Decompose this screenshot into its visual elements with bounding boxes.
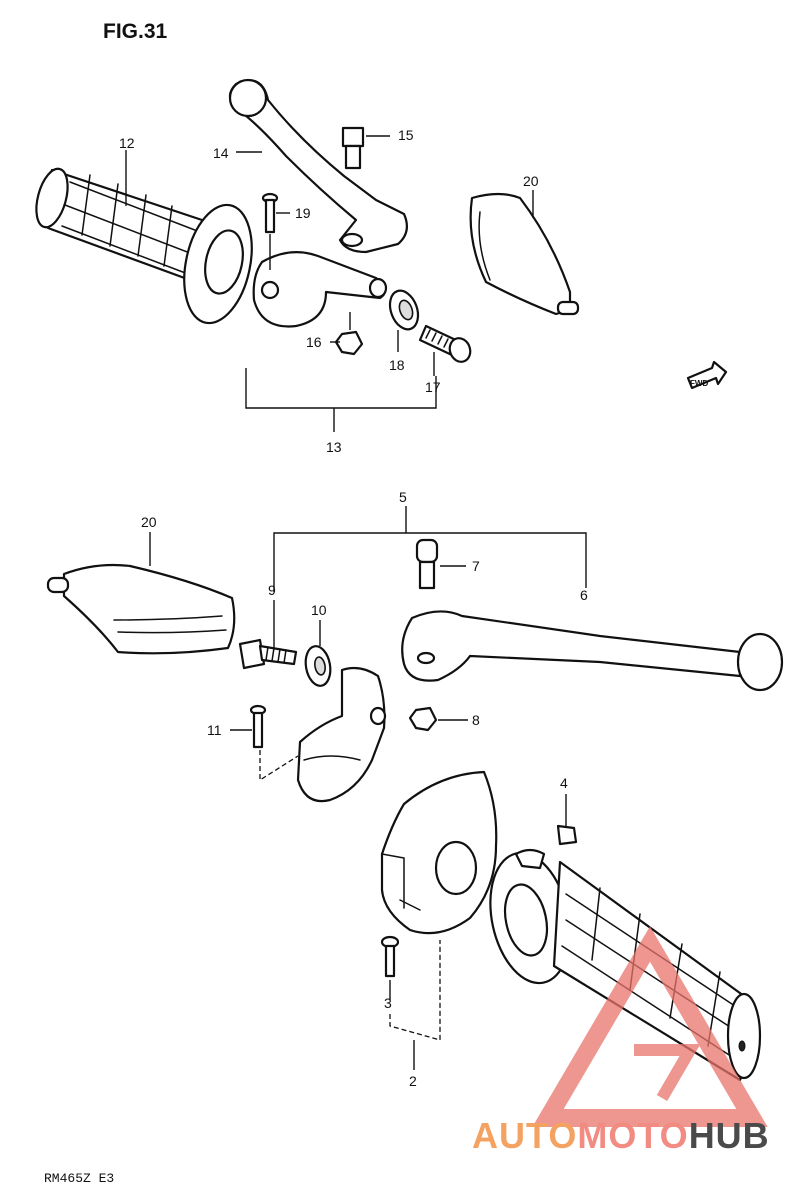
screw-part-19 — [261, 192, 279, 234]
bolt-part-9 — [238, 638, 298, 670]
callout-13: 13 — [326, 439, 342, 455]
nut-part-16 — [334, 330, 364, 356]
adjuster-part-18 — [388, 289, 420, 331]
callout-16: 16 — [306, 334, 322, 350]
watermark-text: AUTOMOTOHUB — [472, 1115, 770, 1156]
callout-8: 8 — [472, 712, 480, 728]
lever-cover-part-20-top — [469, 192, 580, 316]
switch-housing-part-2 — [380, 770, 498, 935]
callout-9: 9 — [268, 582, 276, 598]
assembly-bracket-5 — [273, 532, 587, 592]
grip-left-part-12 — [35, 167, 253, 325]
adjuster-part-10 — [304, 645, 332, 687]
screw-part-11 — [249, 704, 267, 749]
callout-18: 18 — [389, 357, 405, 373]
callout-6: 6 — [580, 587, 588, 603]
callout-20-top: 20 — [523, 173, 539, 189]
callout-11: 11 — [207, 722, 222, 738]
callout-2: 2 — [409, 1073, 417, 1089]
callout-14: 14 — [213, 145, 229, 161]
callout-10: 10 — [311, 602, 327, 618]
watermark-logo — [532, 926, 768, 1127]
callout-15: 15 — [398, 127, 414, 143]
callout-20-bottom: 20 — [141, 514, 157, 530]
callout-17: 17 — [425, 379, 441, 395]
clutch-lever-part-14 — [228, 78, 409, 254]
lever-cover-part-20-bottom — [46, 563, 236, 655]
callout-19: 19 — [295, 205, 311, 221]
brake-lever-part-6 — [401, 610, 784, 692]
lever-holder-lower — [296, 666, 387, 803]
forward-label: FWD — [690, 379, 708, 388]
model-code: RM465Z E3 — [44, 1171, 114, 1186]
callout-12: 12 — [119, 135, 135, 151]
callout-7: 7 — [472, 558, 480, 574]
callout-4: 4 — [560, 775, 568, 791]
plug-part-4 — [556, 824, 578, 846]
lever-holder-upper — [252, 251, 388, 328]
screw-part-3 — [380, 935, 400, 978]
pivot-bolt-part-15 — [341, 126, 365, 170]
assembly-bracket-13 — [245, 368, 437, 409]
adjuster-bolt-part-17 — [418, 324, 472, 363]
callout-3: 3 — [384, 995, 392, 1011]
figure-title: FIG.31 — [103, 20, 168, 43]
nut-part-8 — [408, 706, 438, 732]
callout-5: 5 — [399, 489, 407, 505]
forward-direction-arrow: FWD — [686, 360, 728, 390]
pivot-bolt-part-7 — [415, 538, 439, 590]
